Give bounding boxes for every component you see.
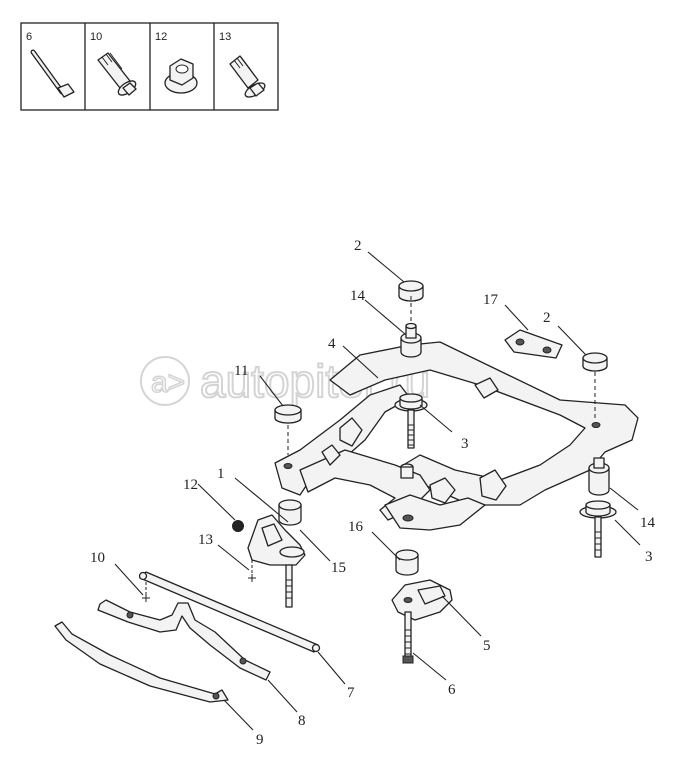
bushing-16: [395, 463, 419, 576]
callout-5: 5: [483, 638, 491, 654]
fastener-legend-table: 6 10 12 13: [20, 22, 279, 111]
bushing-14-top: [400, 296, 422, 358]
mount-bracket-1: [247, 514, 306, 608]
bolt-10: [142, 582, 150, 602]
flange-nut-icon: [164, 58, 198, 94]
short-flange-bolt-icon: [229, 55, 266, 98]
callout-12: 12: [183, 477, 198, 493]
callout-3-right: 3: [645, 549, 653, 565]
callout-8: 8: [298, 713, 306, 729]
callout-10: 10: [90, 550, 105, 566]
flange-bolt-icon: [97, 52, 137, 96]
bushing-15: [278, 499, 302, 526]
bushing-3-top: [394, 393, 428, 449]
callout-14-top: 14: [350, 288, 366, 304]
bushing-3-right: [579, 500, 617, 558]
callout-2-right: 2: [543, 310, 551, 326]
bolt-13: [248, 560, 256, 582]
callout-9: 9: [256, 732, 264, 748]
legend-cell-10-number: 10: [90, 31, 102, 43]
mount-bracket-5: [391, 579, 453, 664]
callout-1: 1: [217, 466, 225, 482]
callout-15: 15: [331, 560, 346, 576]
rubber-cap-11: [274, 404, 302, 455]
svg-text:a>: a>: [151, 366, 185, 399]
support-bar-9: [54, 621, 229, 703]
legend-cell-12-number: 12: [155, 31, 167, 43]
nut-12: [232, 520, 244, 532]
callout-17: 17: [483, 292, 499, 308]
support-bar-8: [97, 599, 271, 681]
callout-14-right: 14: [640, 515, 656, 531]
tie-bar-7: [138, 571, 321, 653]
callout-7: 7: [347, 685, 355, 701]
rubber-cap-2-right: [582, 352, 608, 418]
reinforcement-plate-17: [504, 329, 563, 359]
callout-4: 4: [328, 336, 336, 352]
legend-cell-13-number: 13: [219, 31, 231, 43]
rubber-cap-2-top: [398, 280, 424, 302]
bushing-14-right: [588, 457, 610, 496]
callout-numbers: 2 14 4 17 2 11 3 1 12 13 15 16 5 6 10 7 …: [90, 238, 656, 748]
long-bolt-icon: [30, 49, 75, 98]
callout-13: 13: [198, 532, 213, 548]
legend-cell-6-number: 6: [26, 31, 32, 43]
callout-6: 6: [448, 682, 456, 698]
callout-11: 11: [234, 363, 248, 379]
callout-16: 16: [348, 519, 364, 535]
callout-2-top: 2: [354, 238, 362, 254]
callout-3-top: 3: [461, 436, 469, 452]
leader-lines: [114, 251, 641, 731]
